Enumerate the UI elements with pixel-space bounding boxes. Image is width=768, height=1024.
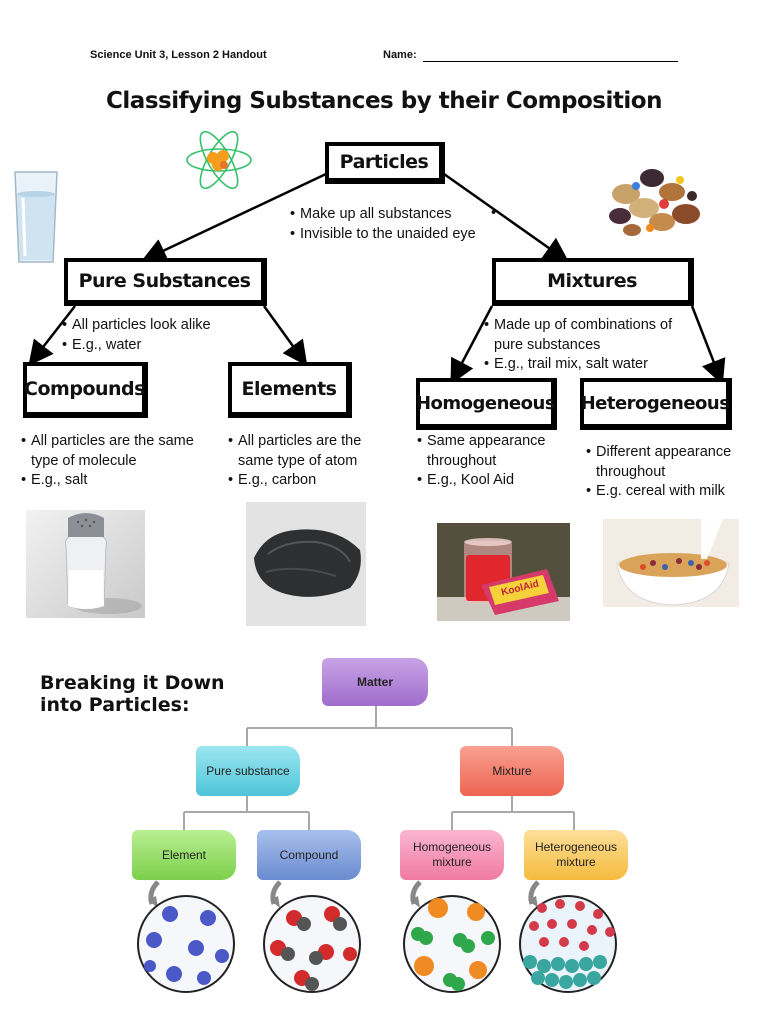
name-field-line[interactable] bbox=[423, 61, 678, 62]
bullet-item: E.g., water bbox=[62, 336, 262, 356]
tree-node-compound: Compound bbox=[257, 830, 361, 880]
bullet-item: Invisible to the unaided eye bbox=[290, 225, 490, 245]
element-particles-circle bbox=[137, 880, 235, 993]
tree-node-element: Element bbox=[132, 830, 236, 880]
heterogeneous-box: Heterogeneous bbox=[580, 378, 732, 430]
particles-bullets: Make up all substances Invisible to the … bbox=[290, 205, 490, 244]
compounds-bullets: All particles are the same type of molec… bbox=[21, 432, 211, 491]
page-title: Classifying Substances by their Composit… bbox=[106, 88, 662, 114]
heterogeneous-bullets: Different appearance throughout E.g. cer… bbox=[586, 443, 761, 502]
compounds-box: Compounds bbox=[23, 362, 148, 418]
handout-label: Science Unit 3, Lesson 2 Handout bbox=[90, 49, 267, 61]
tree-node-mixture: Mixture bbox=[460, 746, 564, 796]
bullet-item: Different appearance throughout bbox=[586, 443, 761, 482]
atom-icon bbox=[186, 130, 252, 190]
homogeneous-particles-circle bbox=[403, 880, 501, 993]
mixtures-bullets: Made up of combinations of pure substanc… bbox=[484, 316, 694, 375]
tree-node-pure-substance: Pure substance bbox=[196, 746, 300, 796]
bullet-item: E.g., carbon bbox=[228, 471, 393, 491]
water-glass-image bbox=[14, 171, 58, 263]
trail-mix-image bbox=[609, 169, 700, 236]
name-label: Name: bbox=[383, 49, 417, 61]
bullet-item: E.g. cereal with milk bbox=[586, 482, 761, 502]
pure-substances-box: Pure Substances bbox=[64, 258, 267, 306]
carbon-rock-image bbox=[246, 502, 366, 626]
compound-particles-circle bbox=[263, 880, 361, 993]
kool-aid-image: KoolAid bbox=[437, 523, 570, 621]
particles-box: Particles bbox=[325, 142, 445, 184]
homogeneous-box: Homogeneous bbox=[416, 378, 557, 430]
homogeneous-bullets: Same appearance throughout E.g., Kool Ai… bbox=[417, 432, 547, 491]
bullet-item: Made up of combinations of pure substanc… bbox=[484, 316, 694, 355]
tree-node-heterogeneous-mixture: Heterogeneous mixture bbox=[524, 830, 628, 880]
tree-node-matter: Matter bbox=[322, 658, 428, 706]
bullet-item: Make up all substances bbox=[290, 205, 490, 225]
bullet-item: All particles look alike bbox=[62, 316, 262, 336]
bullet-item: All particles are the same type of atom bbox=[228, 432, 393, 471]
salt-shaker-image bbox=[26, 510, 145, 618]
tree-node-homogeneous-mixture: Homogeneous mixture bbox=[400, 830, 504, 880]
empty-bullet: • bbox=[491, 205, 497, 221]
cereal-image bbox=[603, 519, 739, 607]
bullet-item: All particles are the same type of molec… bbox=[21, 432, 211, 471]
bullet-item: E.g., salt bbox=[21, 471, 211, 491]
bullet-item: E.g., Kool Aid bbox=[417, 471, 547, 491]
pure-substances-bullets: All particles look alike E.g., water bbox=[62, 316, 262, 355]
elements-box: Elements bbox=[228, 362, 352, 418]
heterogeneous-particles-circle bbox=[519, 880, 617, 993]
bullet-item: Same appearance throughout bbox=[417, 432, 547, 471]
section2-title: Breaking it Down into Particles: bbox=[40, 672, 225, 716]
elements-bullets: All particles are the same type of atom … bbox=[228, 432, 393, 491]
bullet-item: E.g., trail mix, salt water bbox=[484, 355, 694, 375]
mixtures-box: Mixtures bbox=[492, 258, 694, 306]
diagram-connectors bbox=[28, 172, 726, 385]
